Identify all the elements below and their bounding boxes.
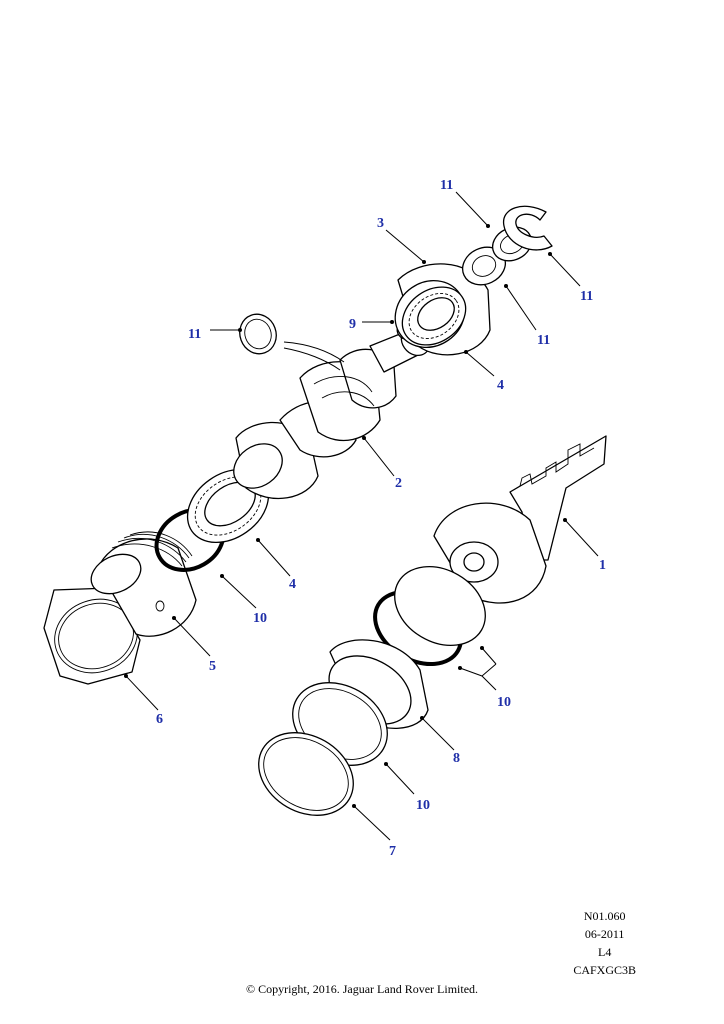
part-5-drum (90, 531, 197, 637)
drawing-reference-block: N01.060 06-2011 L4 CAFXGC3B (573, 907, 636, 979)
ref-date: 06-2011 (584, 927, 625, 941)
part-4-bearing-upper (401, 286, 467, 346)
part-11-split-ring (503, 205, 553, 251)
copyright-notice: © Copyright, 2016. Jaguar Land Rover Lim… (245, 982, 479, 996)
part-11-washers (462, 226, 532, 286)
callout-9: 9 (349, 317, 356, 332)
part-11-circlip-left (239, 313, 345, 371)
ref-level: L4 (597, 945, 612, 959)
callout-2: 2 (395, 476, 402, 491)
callout-11-right: 11 (580, 289, 593, 304)
callout-1: 1 (599, 558, 606, 573)
callout-8: 8 (453, 751, 460, 766)
callout-4-lower: 4 (289, 577, 296, 592)
ref-code: CAFXGC3B (573, 963, 636, 977)
callout-11-left: 11 (188, 327, 201, 342)
part-2-shaft (233, 323, 432, 500)
leader-lines (124, 191, 599, 841)
part-7-split-ring (258, 732, 354, 816)
callout-10-left: 10 (253, 611, 267, 626)
callout-5: 5 (209, 659, 216, 674)
callout-11-top: 11 (440, 178, 453, 193)
callout-10-right: 10 (497, 695, 511, 710)
ref-number: N01.060 (583, 909, 626, 923)
callout-7: 7 (389, 844, 396, 859)
callout-6: 6 (156, 712, 163, 727)
part-10-ring-right-thin (394, 566, 486, 646)
callout-4-upper: 4 (497, 378, 504, 393)
callout-10-lower: 10 (416, 798, 430, 813)
callout-11-mid: 11 (537, 333, 550, 348)
callout-3: 3 (377, 216, 384, 231)
